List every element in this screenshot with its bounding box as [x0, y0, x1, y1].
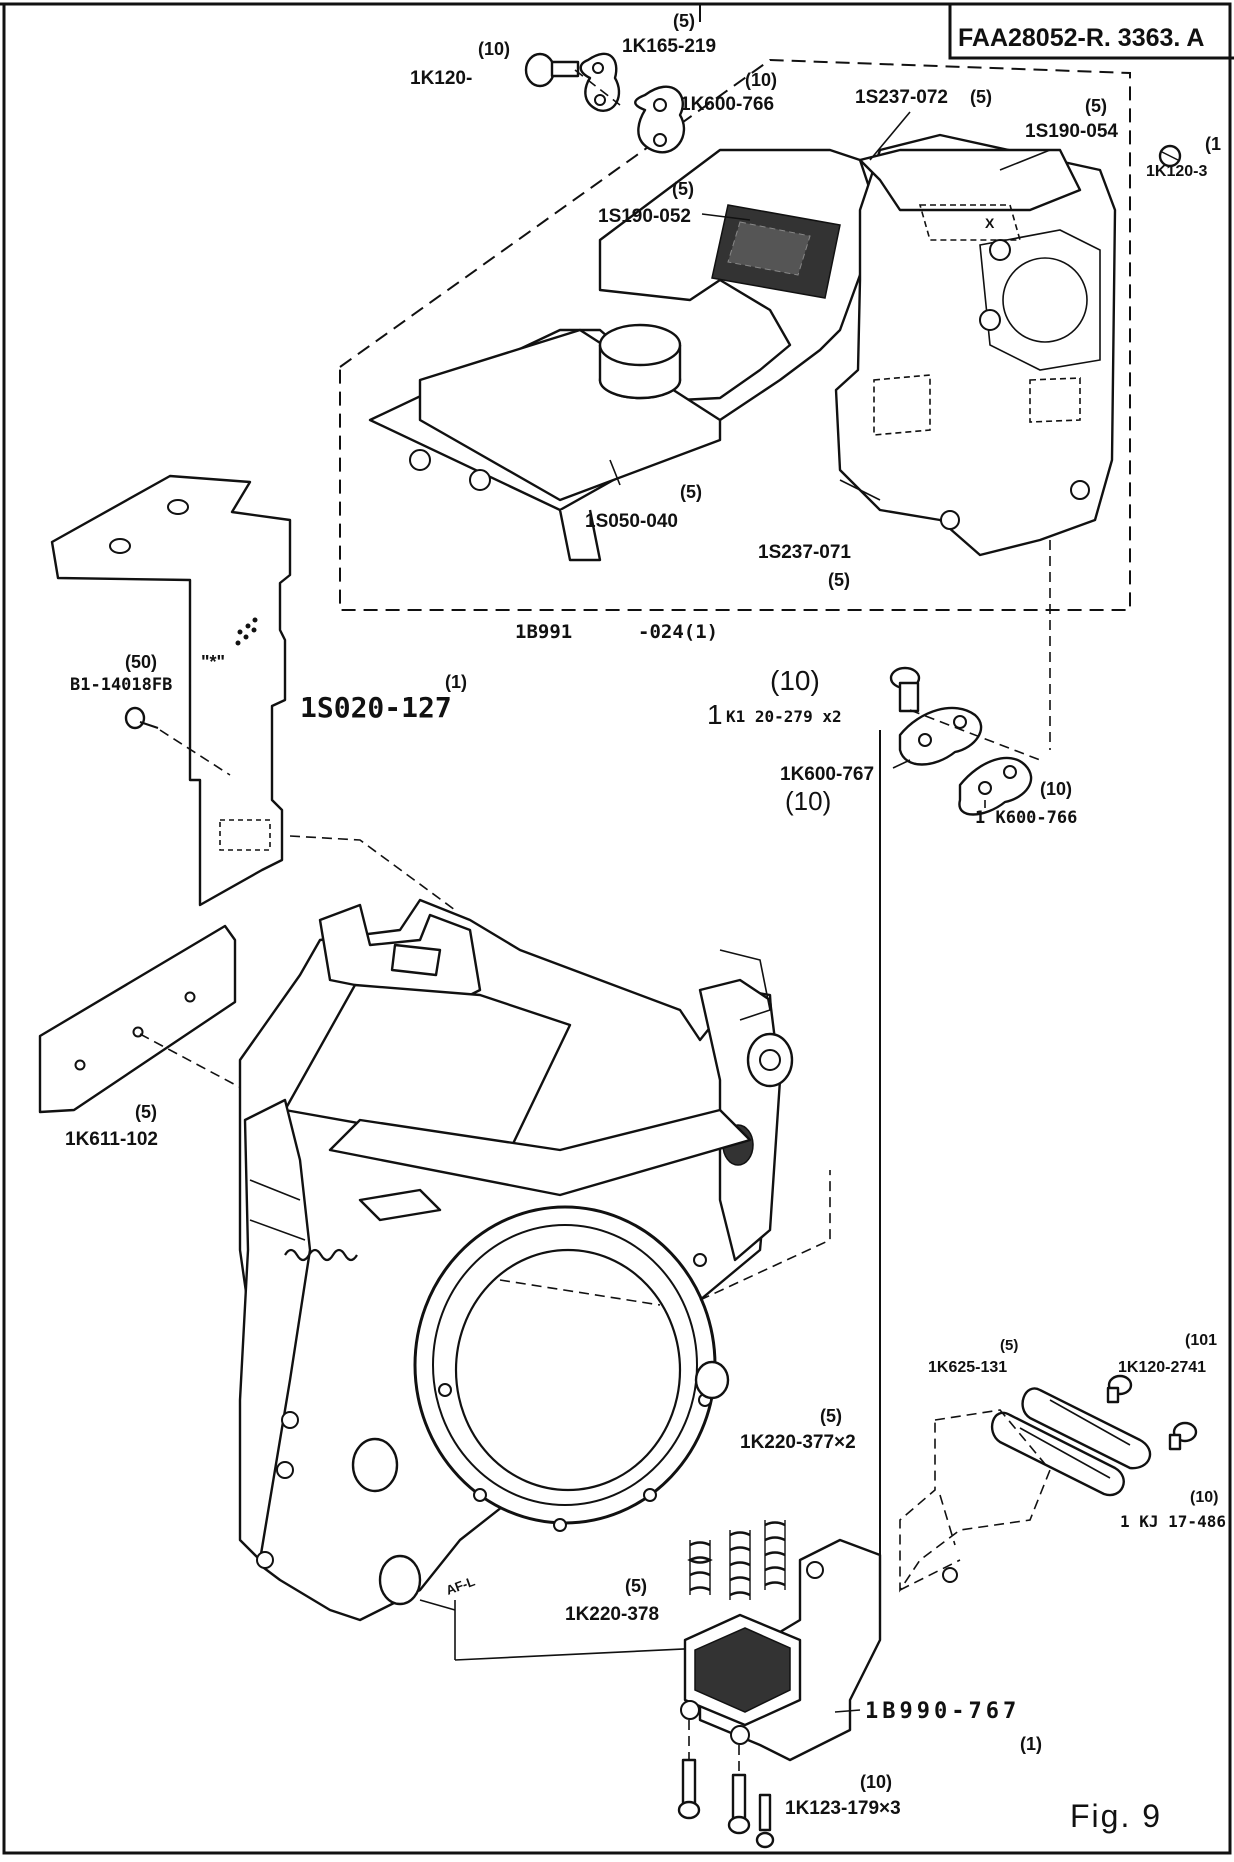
label-washer-767: 1K600-767: [780, 764, 874, 785]
drawing-code: FAA28052-R. 3363. A: [958, 24, 1204, 52]
qty-cam-plate-219: (5): [673, 11, 695, 31]
assembly-boundary: [339, 58, 1131, 611]
washer-766-top: [634, 85, 686, 154]
link-131: [1021, 1387, 1152, 1470]
label-link-131: 1K625-131: [928, 1359, 1007, 1376]
qty-washer-766-top: (10): [745, 70, 777, 90]
label-ic-054: 1S190-054: [1025, 121, 1118, 142]
ic-chip-052: [711, 204, 841, 299]
qty-screw-b1: (50): [125, 652, 157, 672]
washer-766-mid: [958, 756, 1033, 816]
label-assembly-024-suffix: -024(1): [638, 621, 718, 643]
label-assembly-024: 1B991: [515, 621, 572, 643]
qty-screw-1k120-279: (10): [770, 665, 820, 696]
flex-mark: "*": [201, 652, 225, 672]
qty-flex-side: (1): [445, 672, 467, 692]
screw-b1: [124, 706, 159, 730]
label-screw-179: 1K123-179×3: [785, 1798, 901, 1819]
qty-spring-378: (5): [625, 1576, 647, 1596]
prefix-screw-1k120-279: 1: [707, 699, 723, 730]
af-l-mark: AF-L: [444, 1574, 477, 1598]
link-486: [990, 1411, 1125, 1497]
flex-board-071: [834, 133, 1117, 557]
qty-spring-377: (5): [820, 1406, 842, 1426]
flex-side-127: "*": [50, 474, 292, 907]
qty-washer-766-mid: (10): [1040, 779, 1072, 799]
screw-2741: [1106, 1374, 1133, 1404]
qty-link-486: (10): [1190, 1489, 1218, 1506]
x-mark: X: [985, 215, 995, 231]
qty-flex-072: (5): [970, 87, 992, 107]
qty-ic-054: (5): [1085, 96, 1107, 116]
washer-767: [898, 706, 983, 766]
label-spring-377: 1K220-377×2: [740, 1432, 856, 1453]
cam-plate-219: [579, 52, 621, 112]
plate-102: [38, 924, 237, 1114]
qty-washer-767: (10): [785, 786, 831, 816]
label-flex-071: 1S237-071: [758, 542, 851, 563]
flex-ribbon-072: [858, 148, 1082, 212]
label-screw-1k120-top: 1K120-: [410, 68, 472, 89]
label-spring-378: 1K220-378: [565, 1604, 659, 1625]
qty-screw-right-top: (1: [1205, 134, 1221, 154]
qty-block-767: (1): [1020, 1734, 1042, 1754]
label-screw-right-top: 1K120-3: [1146, 163, 1207, 180]
label-screw-2741: 1K120-2741: [1118, 1359, 1206, 1376]
qty-screw-1k120-top: (10): [478, 39, 510, 59]
qty-screw-2741: (101: [1185, 1332, 1217, 1349]
motor-040: [409, 323, 722, 502]
screw-2741-b: [1168, 1421, 1198, 1451]
label-plate-102: 1K611-102: [65, 1129, 158, 1150]
camera-mirror-box-body: AF-L: [238, 898, 831, 1622]
label-screw-b1: B1-14018FB: [70, 675, 172, 695]
qty-flex-071: (5): [828, 570, 850, 590]
label-motor-040: 1S050-040: [585, 511, 678, 532]
label-screw-1k120-279: K1 20-279 x2: [726, 707, 842, 726]
springs-377-378: [687, 1520, 786, 1600]
qty-ic-052: (5): [672, 179, 694, 199]
screw-1k120-279: [889, 666, 921, 713]
label-flex-072: 1S237-072: [855, 87, 948, 108]
label-washer-766-top: 1K600-766: [680, 94, 774, 115]
af-module-block-767: [680, 1538, 882, 1762]
label-ic-052: 1S190-052: [598, 206, 691, 227]
qty-plate-102: (5): [135, 1102, 157, 1122]
label-link-486: 1 KJ 17-486: [1120, 1512, 1226, 1531]
qty-motor-040: (5): [680, 482, 702, 502]
screw-1k120-top: [524, 52, 580, 88]
label-block-767: 1B990-767: [865, 1699, 1020, 1724]
screws-179: [677, 1758, 775, 1849]
figure-label: Fig. 9: [1070, 1798, 1162, 1834]
label-cam-plate-219: 1K165-219: [622, 36, 716, 57]
qty-screw-179: (10): [860, 1772, 892, 1792]
header-box: FAA28052-R. 3363. A: [699, 4, 1234, 60]
qty-link-131: (5): [1000, 1337, 1018, 1354]
label-flex-side: 1S020-127: [300, 691, 452, 724]
label-washer-766-mid: 1 K600-766: [975, 808, 1077, 828]
screw-right-top: [1158, 144, 1182, 168]
